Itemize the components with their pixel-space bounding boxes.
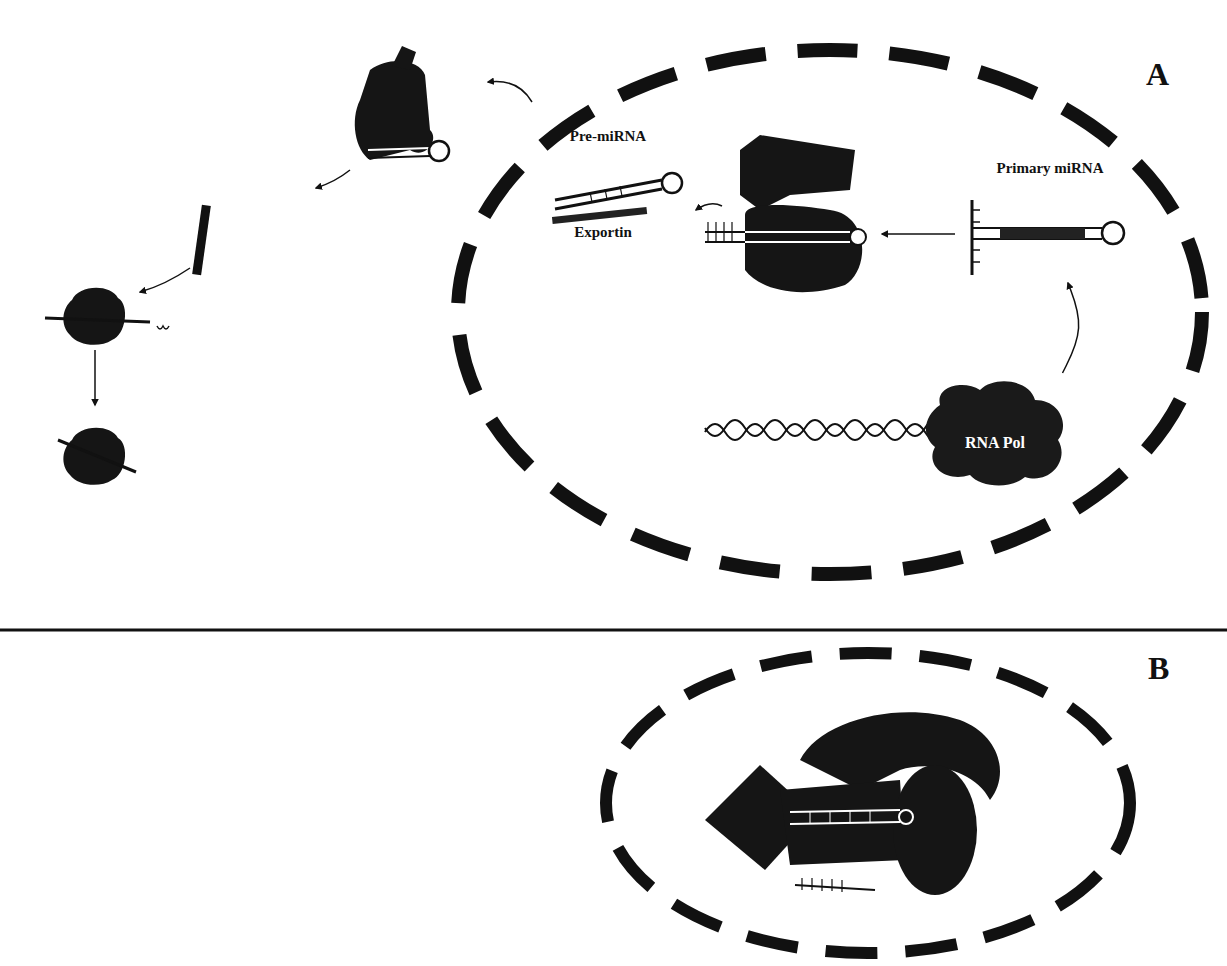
rna-polymerase-box: RNA Pol	[920, 375, 1070, 490]
process-arrow	[94, 350, 96, 405]
process-arrow	[316, 170, 350, 188]
mirna-duplex-part	[192, 205, 211, 276]
nucleus-outline	[606, 653, 1130, 953]
node-label: Primary miRNA	[996, 160, 1103, 177]
exportin-complex-part	[368, 156, 430, 158]
exportin-complex-part	[368, 148, 430, 150]
microprocessor-complex	[705, 712, 1000, 895]
microprocessor-complex-part	[795, 885, 875, 890]
node-label: RNA Pol	[965, 434, 1025, 452]
primary-mirna-hairpin-part	[1000, 228, 1085, 239]
primary-mirna-box: Primary miRNA	[960, 160, 1140, 280]
connector-arrow	[1063, 283, 1079, 373]
primary-mirna-hairpin-part	[972, 210, 980, 262]
microprocessor-complex-part	[790, 822, 900, 824]
microprocessor-complex-part	[780, 780, 905, 865]
drosha-complex-part	[705, 241, 850, 243]
exportin-complex-part	[429, 141, 449, 161]
drosha-complex-part	[740, 135, 855, 210]
panel-label: B	[1148, 652, 1169, 684]
risc-complex	[45, 288, 169, 345]
pre-mirna-hairpin-part	[552, 207, 647, 224]
dna-helix	[705, 420, 945, 440]
microprocessor-complex-part	[899, 810, 913, 824]
primary-mirna-hairpin	[972, 200, 1124, 275]
exportin-box: Exportin	[548, 224, 658, 248]
microprocessor-complex-part	[802, 878, 842, 892]
dna-helix-part	[705, 420, 945, 436]
pre-mirna-box: Pre-miRNA	[548, 128, 668, 152]
exportin-complex-part	[392, 46, 416, 70]
primary-mirna-hairpin-part	[971, 200, 974, 275]
microprocessor-complex-part	[893, 765, 977, 895]
exportin-complex-part	[355, 61, 433, 160]
drosha-complex-part	[705, 231, 850, 233]
risc-complex-part	[157, 326, 169, 329]
polymerase-shape	[926, 381, 1063, 485]
process-arrow	[696, 204, 722, 210]
panel-label: A	[1146, 58, 1169, 90]
pre-mirna-hairpin-part	[590, 186, 622, 202]
process-arrow	[882, 233, 955, 235]
drosha-complex-part	[708, 222, 732, 242]
pre-mirna-hairpin	[552, 173, 682, 224]
polymerase-shape	[920, 375, 1070, 490]
drosha-complex	[705, 135, 866, 292]
node-label: Pre-miRNA	[570, 128, 646, 145]
drosha-complex-part	[745, 205, 862, 292]
divider-line	[0, 629, 1227, 632]
pre-mirna-hairpin-part	[555, 180, 662, 200]
export-arrow	[488, 81, 532, 102]
pre-mirna-hairpin-part	[662, 173, 682, 193]
drosha-complex-part	[705, 231, 745, 233]
process-arrow	[140, 268, 190, 292]
drosha-complex-part	[705, 241, 745, 243]
node-label: Exportin	[574, 224, 632, 241]
microprocessor-complex-part	[810, 810, 870, 824]
risc-complex-part	[63, 288, 125, 345]
primary-mirna-hairpin-part	[1102, 222, 1124, 244]
risc-complex-part	[58, 440, 136, 472]
risc-complex-part	[45, 318, 150, 322]
pre-mirna-hairpin-part	[555, 189, 662, 209]
mirna-duplex	[192, 205, 211, 276]
exportin-complex	[355, 46, 449, 161]
risc-complex	[58, 428, 136, 485]
drosha-complex-part	[850, 229, 866, 245]
microprocessor-complex-part	[790, 810, 900, 812]
nucleus-outline	[458, 50, 1202, 574]
